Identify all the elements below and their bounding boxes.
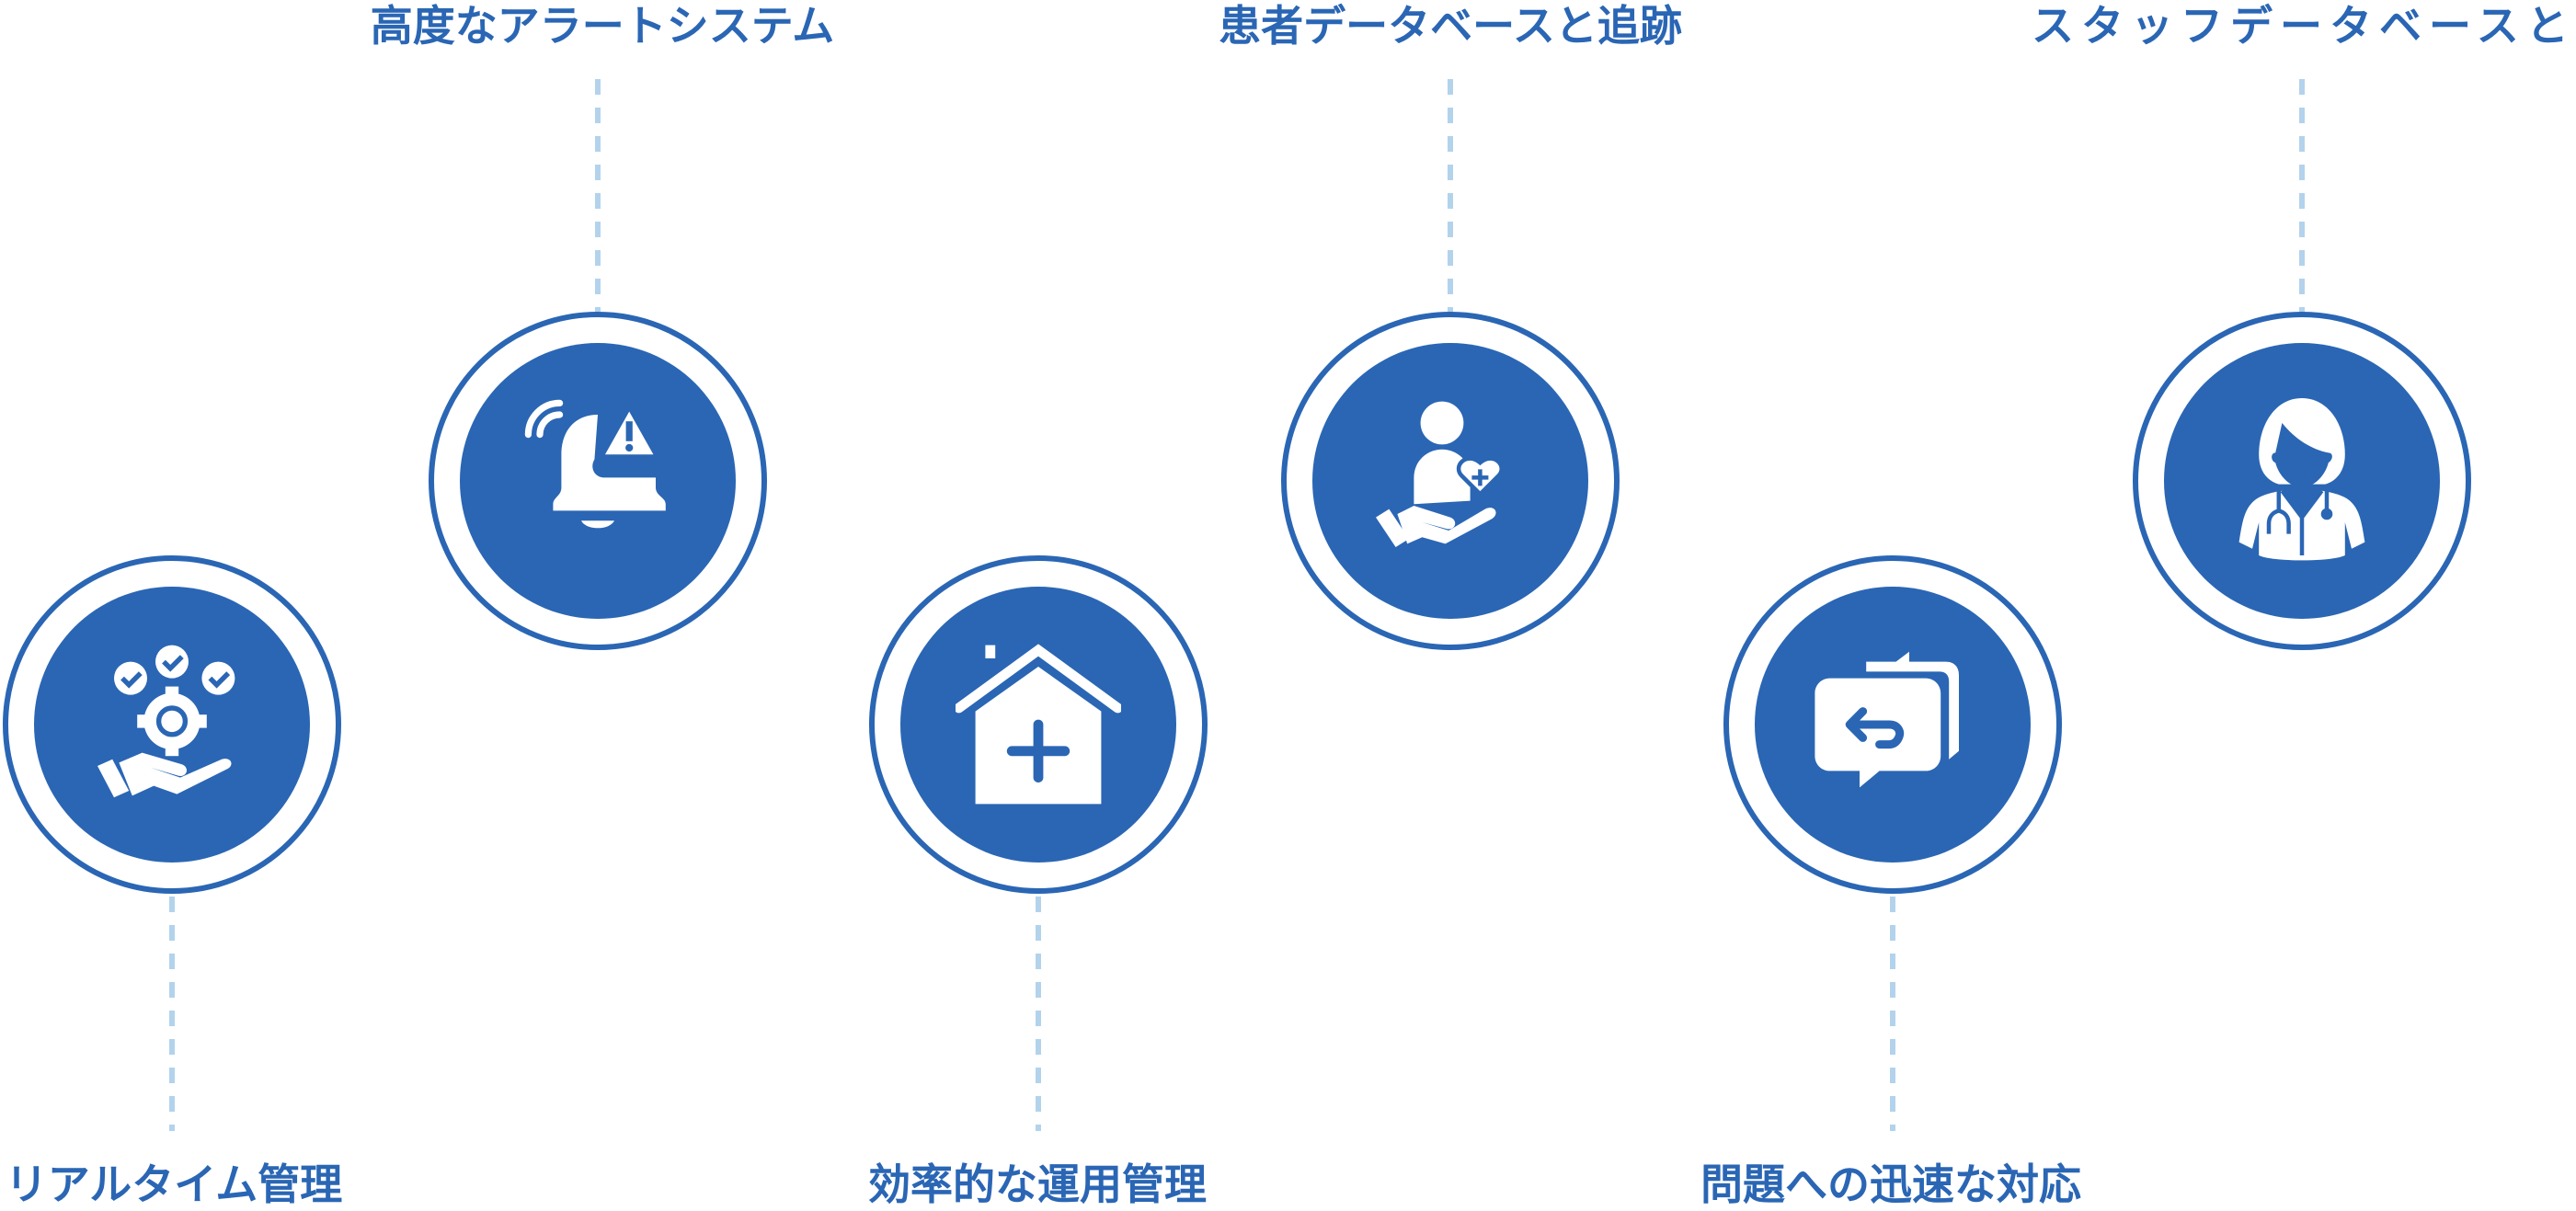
step-node-operations xyxy=(869,555,1208,894)
step-label: スタッフデータベースと追跡 xyxy=(2032,1,2576,51)
connector-line xyxy=(2299,79,2305,312)
icon-disc xyxy=(34,587,310,863)
connector-line xyxy=(595,79,601,312)
step-node-patient xyxy=(1281,312,1620,650)
connector-line xyxy=(169,897,175,1131)
icon-disc xyxy=(2164,343,2440,619)
connector-line xyxy=(1036,897,1041,1131)
icon-disc xyxy=(900,587,1176,863)
step-label: リアルタイム管理 xyxy=(5,1160,343,1209)
icon-disc xyxy=(1312,343,1588,619)
connector-line xyxy=(1890,897,1895,1131)
chat-reply-icon xyxy=(1815,651,1959,788)
step-node-realtime xyxy=(3,555,341,894)
medical-house-icon xyxy=(956,644,1121,805)
step-label: 効率的な運用管理 xyxy=(868,1160,1207,1209)
step-node-alert xyxy=(429,312,767,650)
bell-alert-icon xyxy=(524,398,666,529)
doctor-icon xyxy=(2238,398,2365,561)
icon-disc xyxy=(1755,587,2031,863)
connector-line xyxy=(1448,79,1453,312)
step-label: 高度なアラートシステム xyxy=(370,1,835,51)
step-node-staff xyxy=(2133,312,2471,650)
patient-care-icon xyxy=(1376,401,1504,547)
step-node-response xyxy=(1723,555,2062,894)
step-label: 問題への迅速な対応 xyxy=(1700,1160,2081,1209)
icon-disc xyxy=(460,343,736,619)
step-label: 患者データベースと追跡 xyxy=(1219,1,1682,51)
hand-gear-checks-icon xyxy=(97,645,235,798)
